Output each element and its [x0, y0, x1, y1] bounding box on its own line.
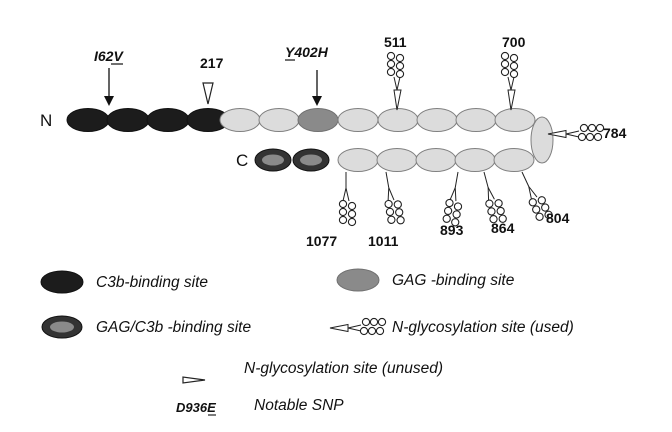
- legend-snp-example: D936E: [176, 400, 216, 415]
- legend-c3b-swatch: [40, 270, 84, 294]
- glycosylation-site-804-icon: [521, 171, 554, 224]
- ccp-domain-14: [493, 148, 535, 172]
- ccp-domain-12: [494, 108, 536, 132]
- glycosylation-site-893-icon: [441, 171, 466, 228]
- ccp-domain-20-core: [262, 154, 284, 166]
- site-700-label: 700: [502, 34, 526, 50]
- n-terminus-label: N: [40, 111, 52, 130]
- legend-glycosylation-unused-icon: [182, 376, 206, 384]
- unused-glycosylation-marker-217: [202, 82, 214, 105]
- ccp-domain-3: [146, 108, 190, 132]
- ccp-domain-1: [66, 108, 110, 132]
- ccp-domain-6: [258, 108, 300, 132]
- legend-gag-swatch: [336, 268, 380, 292]
- legend-gag-label: GAG -binding site: [392, 272, 515, 289]
- site-804-label: 804: [546, 210, 570, 226]
- ccp-domain-2: [106, 108, 150, 132]
- c-terminus-label: C: [236, 151, 248, 170]
- legend-glycosylation-used-icon: [329, 317, 387, 336]
- ccp-domain-7: [297, 108, 339, 132]
- legend-glycosylation-unused-label: N-glycosylation site (unused): [244, 360, 443, 377]
- glycosylation-site-1077-icon: [338, 172, 357, 227]
- legend-c3b-label: C3b-binding site: [96, 274, 208, 291]
- ccp-domain-15: [454, 148, 496, 172]
- legend-snp-description: Notable SNP: [254, 397, 344, 414]
- glycosylation-stalk-700: [507, 89, 516, 111]
- glycosylation-site-784-icon: [547, 123, 605, 142]
- legend: C3b-binding site GAG -binding site GAG/C…: [40, 268, 574, 416]
- site-1077-label: 1077: [306, 233, 337, 249]
- glycosylation-site-864-icon: [481, 171, 508, 227]
- hinge-domain: [530, 116, 554, 164]
- glycosylation-site-700-icon: [500, 51, 519, 91]
- glycosylation-site-511-icon: [386, 51, 405, 91]
- site-511-label: 511: [384, 34, 407, 50]
- ccp-domain-17: [376, 148, 418, 172]
- snp-i62v-arrowhead: [104, 96, 114, 106]
- ccp-domain-5: [219, 108, 261, 132]
- snp-y402h-label: Y402H: [285, 44, 329, 60]
- site-217-label: 217: [200, 55, 224, 71]
- glycosylation-site-1011-icon: [381, 171, 406, 227]
- top-domain-row: [66, 108, 536, 132]
- ccp-domain-8: [337, 108, 379, 132]
- snp-y402h-arrowhead: [312, 96, 322, 106]
- glycosylation-stalk-511: [393, 89, 402, 111]
- legend-glycosylation-used-label: N-glycosylation site (used): [392, 319, 574, 336]
- site-784-label: 784: [603, 125, 627, 141]
- site-1011-label: 1011: [368, 233, 399, 249]
- site-864-label: 864: [491, 220, 515, 236]
- bottom-domain-row: [254, 148, 535, 172]
- legend-gagc3b-label: GAG/C3b -binding site: [96, 319, 251, 336]
- ccp-domain-19-core: [300, 154, 322, 166]
- snp-i62v-label: I62V: [94, 48, 124, 64]
- legend-gagc3b-swatch-core: [50, 321, 74, 333]
- ccp-domain-18: [337, 148, 379, 172]
- ccp-domain-10: [416, 108, 458, 132]
- ccp-domain-16: [415, 148, 457, 172]
- site-893-label: 893: [440, 222, 464, 238]
- ccp-domain-9: [377, 108, 419, 132]
- ccp-domain-11: [455, 108, 497, 132]
